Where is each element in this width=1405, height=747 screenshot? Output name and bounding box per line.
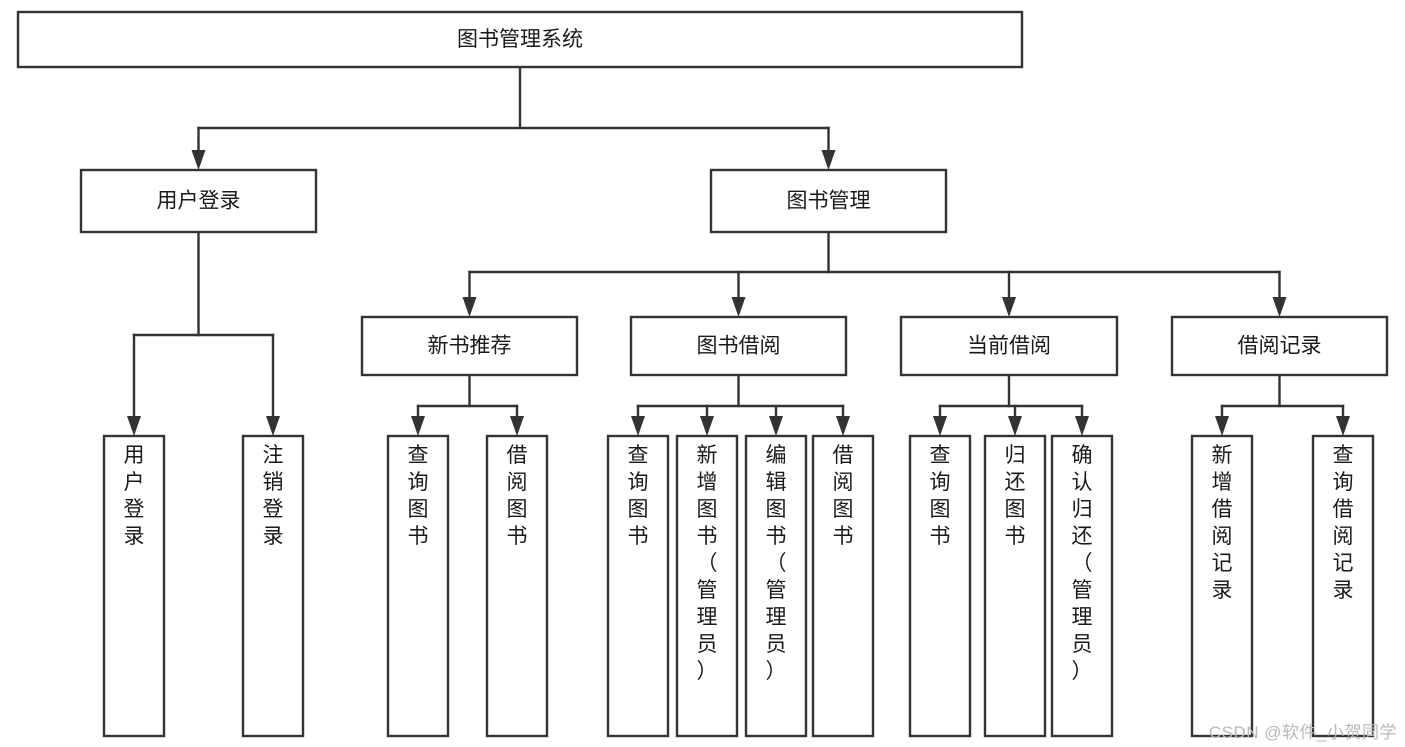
arrow-head-icon [1075,416,1089,436]
arrow-head-icon [411,416,425,436]
node-label-query-book-borrow: 查询图书 [628,444,649,548]
connector-layer [127,65,1350,436]
arrow-head-icon [191,150,206,170]
arrow-head-icon [836,416,850,436]
node-box-edit-book-admin [744,434,808,738]
arrow-head-icon [821,150,836,170]
arrow-head-icon [1215,416,1229,436]
node-confirm-return-admin[interactable]: 确认归还（管理员） [1050,434,1114,738]
node-label-borrow-book-rec: 借阅图书 [507,444,528,548]
node-current-borrow[interactable]: 当前借阅 [899,315,1119,377]
node-label-query-book-rec: 查询图书 [408,444,429,548]
node-return-book[interactable]: 归还图书 [983,434,1047,738]
node-label-current-borrow: 当前借阅 [967,335,1051,358]
node-edit-book-admin[interactable]: 编辑图书（管理员） [744,434,808,738]
node-box-confirm-return-admin [1050,434,1114,738]
node-box-book-borrow [629,315,848,377]
node-box-user-login-do [102,434,166,738]
node-add-borrow-record[interactable]: 新增借阅记录 [1190,434,1254,738]
node-user-login-do[interactable]: 用户登录 [102,434,166,738]
node-label-borrow-book-do: 借阅图书 [833,444,854,548]
node-user-login[interactable]: 用户登录 [79,168,318,234]
arrow-head-icon [1008,416,1022,436]
node-label-user-login-do: 用户登录 [124,444,145,548]
node-label-root: 图书管理系统 [457,28,583,51]
arrow-head-icon [510,416,524,436]
node-borrow-record[interactable]: 借阅记录 [1170,315,1389,377]
node-label-borrow-record: 借阅记录 [1238,335,1322,358]
node-label-book-borrow: 图书借阅 [697,335,781,358]
node-label-book-management: 图书管理 [787,190,871,213]
node-label-add-book-admin: 新增图书（管理员） [697,444,718,683]
arrow-head-icon [1002,297,1016,317]
arrow-head-icon [1272,297,1287,317]
node-query-borrow-record[interactable]: 查询借阅记录 [1311,434,1375,738]
arrow-head-icon [769,416,783,436]
node-box-user-login [79,168,318,234]
node-box-query-book-borrow [606,434,670,738]
node-box-add-book-admin [675,434,739,738]
node-label-query-borrow-record: 查询借阅记录 [1333,444,1354,602]
arrow-head-icon [700,416,714,436]
node-box-new-book-recommend [360,315,579,377]
node-label-edit-book-admin: 编辑图书（管理员） [766,444,787,683]
node-label-query-book-current: 查询图书 [930,444,951,548]
arrow-head-icon [933,416,947,436]
node-borrow-book-rec[interactable]: 借阅图书 [485,434,549,738]
node-book-borrow[interactable]: 图书借阅 [629,315,848,377]
arrow-head-icon [731,297,746,317]
node-box-user-logout [241,434,305,738]
node-add-book-admin[interactable]: 新增图书（管理员） [675,434,739,738]
node-layer: 图书管理系统用户登录用户登录注销登录图书管理新书推荐查询图书借阅图书图书借阅查询… [16,10,1389,738]
arrow-head-icon [127,416,141,436]
node-box-query-borrow-record [1311,434,1375,738]
node-box-query-book-rec [386,434,450,738]
node-new-book-recommend[interactable]: 新书推荐 [360,315,579,377]
arrow-head-icon [631,416,645,436]
node-label-add-borrow-record: 新增借阅记录 [1212,444,1233,602]
arrow-head-icon [1336,416,1350,436]
node-box-root [16,10,1024,69]
node-box-current-borrow [899,315,1119,377]
node-borrow-book-do[interactable]: 借阅图书 [811,434,875,738]
node-book-management[interactable]: 图书管理 [709,168,948,234]
node-box-borrow-record [1170,315,1389,377]
node-box-borrow-book-do [811,434,875,738]
node-box-book-management [709,168,948,234]
node-box-borrow-book-rec [485,434,549,738]
node-query-book-borrow[interactable]: 查询图书 [606,434,670,738]
node-user-logout[interactable]: 注销登录 [241,434,305,738]
node-box-add-borrow-record [1190,434,1254,738]
node-root[interactable]: 图书管理系统 [16,10,1024,69]
node-query-book-current[interactable]: 查询图书 [908,434,972,738]
node-label-user-logout: 注销登录 [263,444,284,548]
node-label-confirm-return-admin: 确认归还（管理员） [1072,444,1093,683]
node-box-return-book [983,434,1047,738]
node-query-book-rec[interactable]: 查询图书 [386,434,450,738]
arrow-head-icon [462,297,477,317]
node-box-query-book-current [908,434,972,738]
arrow-head-icon [266,416,280,436]
node-label-return-book: 归还图书 [1005,444,1026,548]
node-label-user-login: 用户登录 [157,190,241,213]
node-label-new-book-recommend: 新书推荐 [428,335,512,358]
